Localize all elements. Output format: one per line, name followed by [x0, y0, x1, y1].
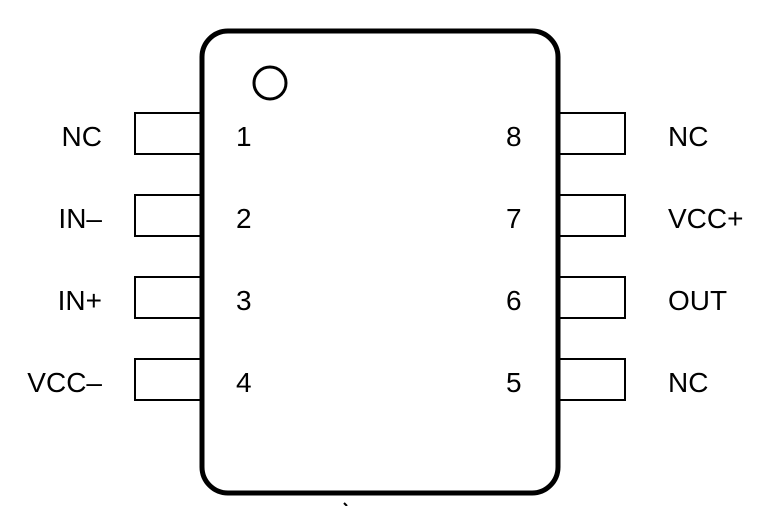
pin-1-pad: [134, 112, 206, 155]
pin-label-5: NC: [668, 367, 708, 398]
pin-number-8: 8: [506, 121, 522, 152]
pin-2-pad: [134, 194, 206, 237]
pin-4-pad: [134, 358, 206, 401]
pin-number-4: 4: [236, 367, 252, 398]
pin-6-pad: [554, 276, 626, 319]
pin-label-6: OUT: [668, 285, 727, 316]
pin-7-pad: [554, 194, 626, 237]
pin-8-pad: [554, 112, 626, 155]
pin-label-8: NC: [668, 121, 708, 152]
pin-number-7: 7: [506, 203, 522, 234]
pin-label-4: VCC–: [27, 367, 102, 398]
pin-5-pad: [554, 358, 626, 401]
pin-number-5: 5: [506, 367, 522, 398]
pin-number-3: 3: [236, 285, 252, 316]
pin-label-7: VCC+: [668, 203, 743, 234]
pin-label-3: IN+: [58, 285, 102, 316]
pin-number-6: 6: [506, 285, 522, 316]
chip-body: [199, 28, 561, 496]
pin-label-2: IN–: [58, 203, 102, 234]
pin-number-1: 1: [236, 121, 252, 152]
pin-3-pad: [134, 276, 206, 319]
pin-label-1: NC: [62, 121, 102, 152]
pin-number-2: 2: [236, 203, 252, 234]
pin1-indicator-icon: [252, 65, 288, 101]
